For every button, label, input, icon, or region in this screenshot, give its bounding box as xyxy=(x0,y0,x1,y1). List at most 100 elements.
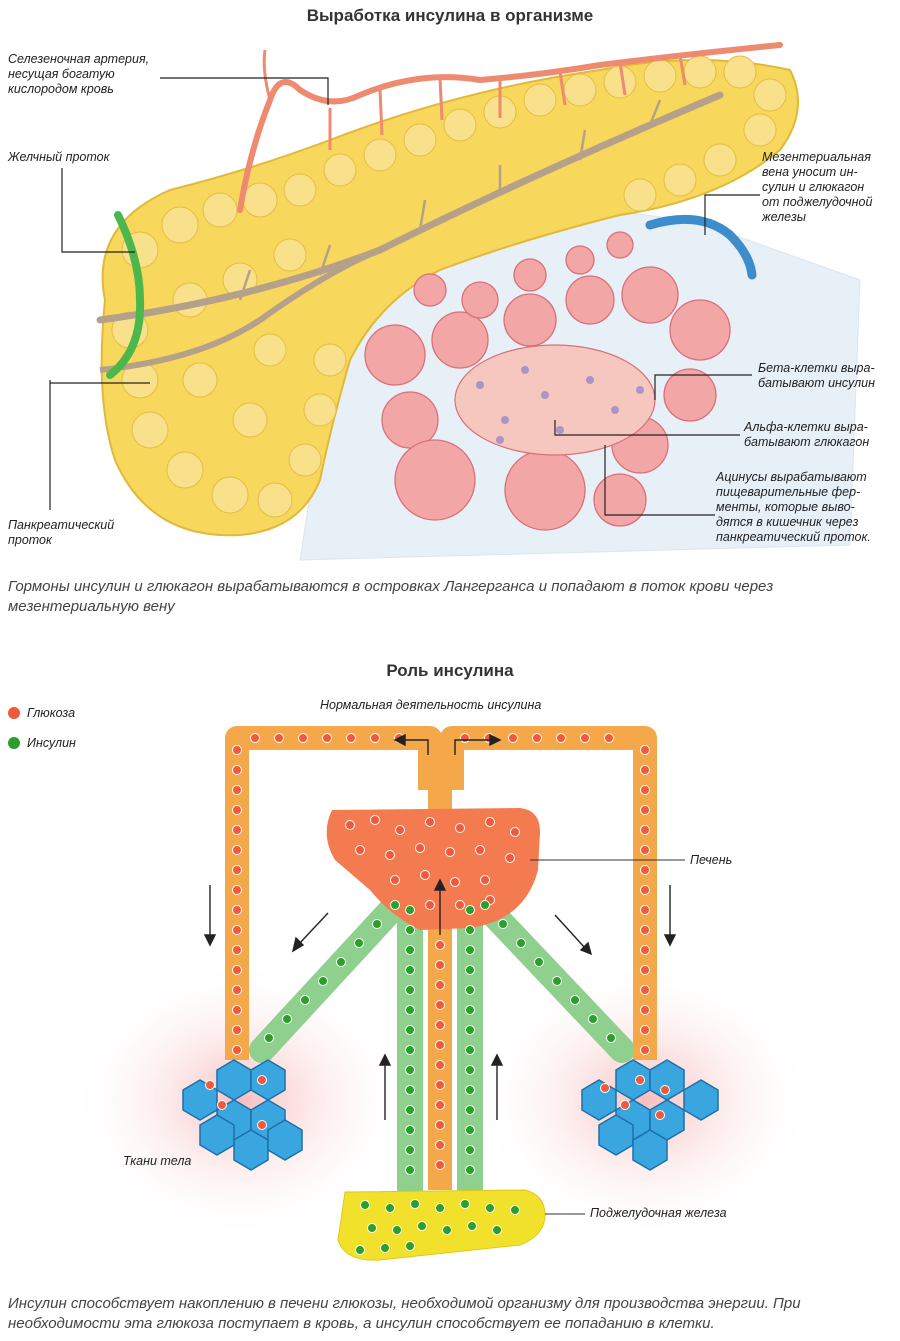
glucose-particle xyxy=(232,905,242,915)
insulin-particle xyxy=(405,905,415,915)
glucose-particle xyxy=(435,1100,445,1110)
insulin-particle xyxy=(467,1221,477,1231)
bottom-title: Роль инсулина xyxy=(386,661,514,680)
glucose-particle xyxy=(640,865,650,875)
insulin-particle xyxy=(465,1125,475,1135)
glucose-particle xyxy=(322,733,332,743)
insulin-particle xyxy=(465,1165,475,1175)
insulin-particle xyxy=(465,985,475,995)
insulin-particle xyxy=(465,1105,475,1115)
glucose-particle xyxy=(435,960,445,970)
insulin-particle xyxy=(380,1243,390,1253)
glucose-particle xyxy=(232,1025,242,1035)
subtitle: Нормальная деятельность инсулина xyxy=(320,698,542,712)
glucose-particle xyxy=(620,1100,630,1110)
mesenteric-vein xyxy=(645,214,757,280)
insulin-particle xyxy=(480,900,490,910)
insulin-particle xyxy=(360,1200,370,1210)
glucose-particle xyxy=(532,733,542,743)
glucose-particle xyxy=(480,875,490,885)
insulin-particle xyxy=(405,945,415,955)
glucose-particle xyxy=(510,827,520,837)
legend-glucose: Глюкоза xyxy=(8,706,75,720)
glucose-particle xyxy=(435,1140,445,1150)
insulin-particle xyxy=(355,1245,365,1255)
glucose-particle xyxy=(435,940,445,950)
glucose-particle xyxy=(298,733,308,743)
glucose-particle xyxy=(556,733,566,743)
glucose-particle xyxy=(232,765,242,775)
glucose-particle xyxy=(435,1020,445,1030)
insulin-particle xyxy=(410,1199,420,1209)
insulin-particle xyxy=(465,1025,475,1035)
liver-shape xyxy=(326,808,540,930)
insulin-particle xyxy=(385,1203,395,1213)
glucose-particle xyxy=(435,1000,445,1010)
glucose-particle xyxy=(232,825,242,835)
glucose-particle xyxy=(232,865,242,875)
insulin-particle xyxy=(405,1165,415,1175)
insulin-particle xyxy=(405,1005,415,1015)
insulin-particle xyxy=(588,1014,598,1024)
glucose-particle xyxy=(640,985,650,995)
insulin-particle xyxy=(465,925,475,935)
glucose-particle xyxy=(370,815,380,825)
tissue-left xyxy=(182,1059,303,1171)
glucose-particle xyxy=(508,733,518,743)
bottom-caption: Инсулин способствует накоплению в печени… xyxy=(8,1295,801,1332)
glucose-particle xyxy=(640,765,650,775)
glucose-particle xyxy=(655,1110,665,1120)
insulin-particle xyxy=(300,995,310,1005)
flow-arrows xyxy=(203,733,677,1120)
glucose-particle xyxy=(635,1075,645,1085)
glucose-particle xyxy=(640,1005,650,1015)
pancreatic-duct-tube xyxy=(96,91,724,324)
insulin-particle xyxy=(516,938,526,948)
glucose-particle xyxy=(232,945,242,955)
glucose-particle xyxy=(345,820,355,830)
glucose-particle xyxy=(420,870,430,880)
glucose-particle xyxy=(450,877,460,887)
glucose-particle xyxy=(415,843,425,853)
glucose-particle xyxy=(346,733,356,743)
glucose-particle xyxy=(250,733,260,743)
glucose-particle xyxy=(257,1075,267,1085)
glucose-particle xyxy=(232,845,242,855)
insulin-particle xyxy=(552,976,562,986)
glucose-particle xyxy=(425,900,435,910)
glucose-particle xyxy=(435,1080,445,1090)
glucose-particle xyxy=(232,805,242,815)
label-alpha-cells: Альфа-клетки выра-батывают глюкагон xyxy=(744,420,870,449)
insulin-particle xyxy=(405,925,415,935)
insulin-particle xyxy=(372,919,382,929)
glucose-particle xyxy=(435,1060,445,1070)
glucose-particle xyxy=(600,1083,610,1093)
insulin-particle xyxy=(465,1065,475,1075)
glucose-particle xyxy=(435,1160,445,1170)
label-beta-cells: Бета-клетки выра-батывают инсулин xyxy=(758,361,876,390)
insulin-particle xyxy=(465,1085,475,1095)
glucose-particle xyxy=(455,900,465,910)
glucose-particle xyxy=(205,1080,215,1090)
insulin-particle xyxy=(465,1045,475,1055)
glucose-particle xyxy=(435,1120,445,1130)
glucose-particle xyxy=(385,850,395,860)
glucose-particle xyxy=(660,1085,670,1095)
glucose-dot-icon xyxy=(8,707,20,719)
glucose-particle xyxy=(232,1005,242,1015)
glucose-particle xyxy=(390,875,400,885)
glucose-particle xyxy=(640,785,650,795)
insulin-particle xyxy=(405,1125,415,1135)
glucose-particle xyxy=(355,845,365,855)
insulin-particle xyxy=(282,1014,292,1024)
glucose-particle xyxy=(425,817,435,827)
islet-of-langerhans xyxy=(454,344,656,456)
insulin-particle xyxy=(570,995,580,1005)
glucose-particle xyxy=(485,817,495,827)
glucose-particle xyxy=(217,1100,227,1110)
glucose-particle xyxy=(640,1045,650,1055)
glucose-particle xyxy=(640,745,650,755)
glucose-particle xyxy=(232,985,242,995)
